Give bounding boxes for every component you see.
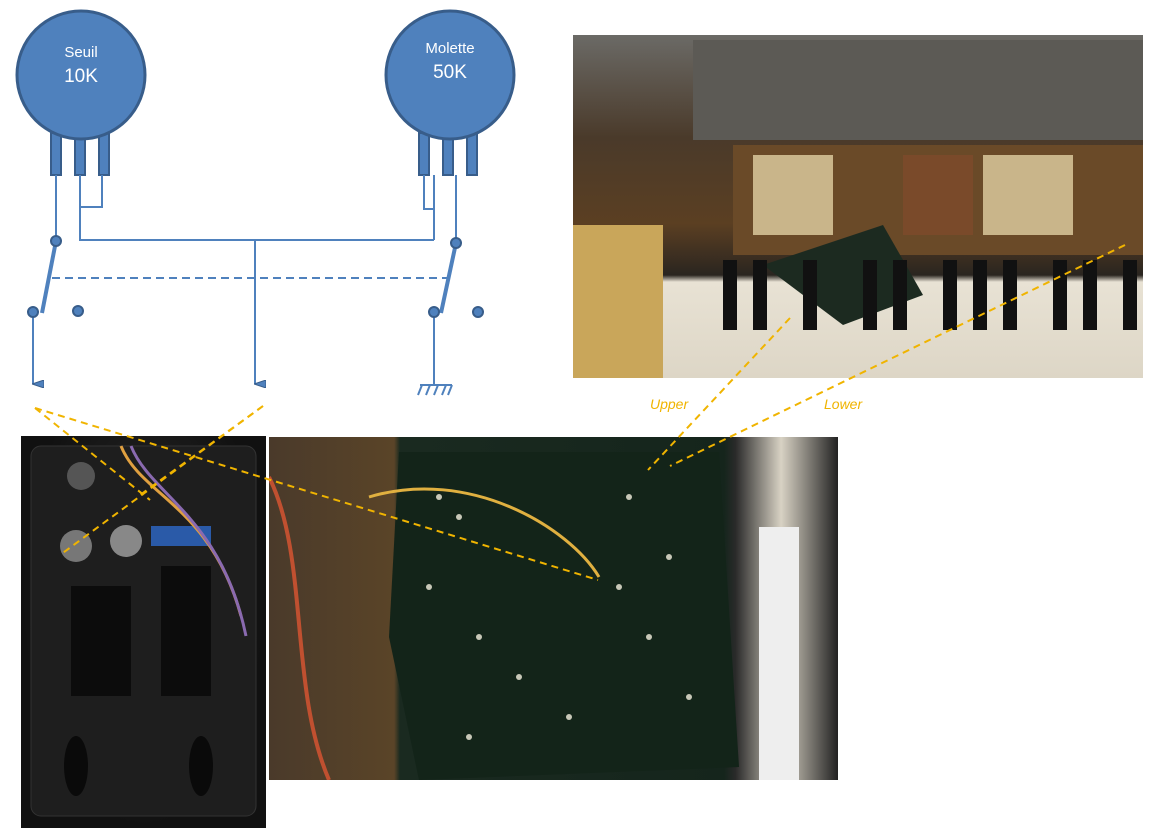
solder-points: [426, 494, 692, 740]
pot-seuil-value: 10K: [64, 66, 98, 87]
pot-seuil-name: Seuil: [64, 44, 98, 61]
switches: [27, 235, 484, 318]
pedal-interior-photo: [21, 436, 266, 828]
upper-label: Upper: [650, 396, 689, 412]
pedal-illustration: [30, 445, 257, 817]
pot-molette-name: Molette: [425, 40, 475, 57]
wires: [32, 175, 457, 396]
pot-molette: [384, 9, 516, 176]
callout-lines: [34, 244, 1126, 581]
lower-label: Lower: [824, 396, 863, 412]
synthesizer-illustration: [573, 40, 1143, 378]
pot-seuil: [15, 9, 147, 176]
pcb-illustration: [269, 452, 799, 780]
pot-molette-value: 50K: [433, 62, 467, 83]
black-keys: [723, 260, 1137, 330]
synthesizer-photo: [573, 35, 1143, 378]
pcb-photo: [269, 437, 838, 780]
